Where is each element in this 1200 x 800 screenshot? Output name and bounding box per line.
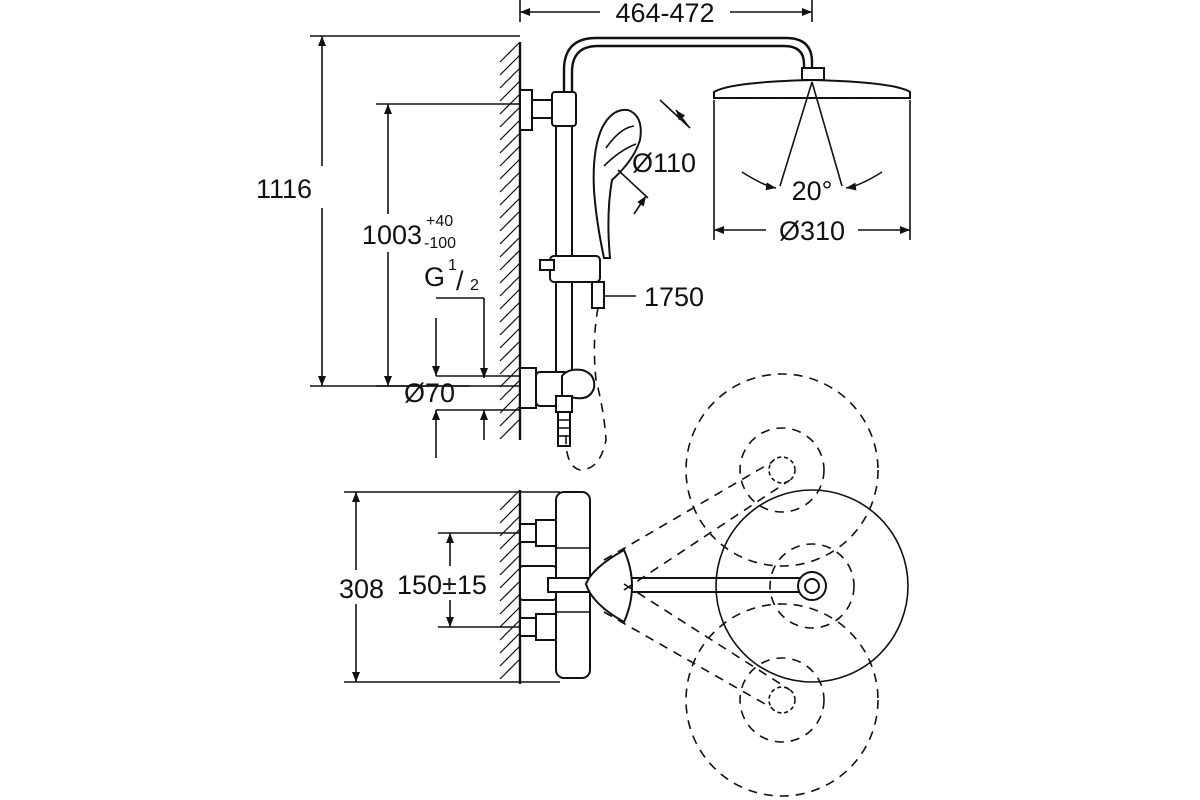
shower-head-side [713, 67, 911, 99]
wall-hatch-line [499, 314, 521, 336]
wall-hatch-line [499, 288, 521, 310]
label-arm-reach: 464-472 [615, 0, 714, 28]
wall-hatch-line [499, 353, 521, 375]
wall-hatch-line [499, 262, 521, 284]
label-total-height: 1116 [256, 174, 312, 204]
label-thread-g: G [424, 262, 445, 292]
wall-hatch-line [499, 132, 521, 154]
dimension-height-range: 1003 +40 -100 [362, 103, 520, 387]
dimension-rosette: Ø70 [404, 318, 520, 458]
wall-hatch-line [499, 106, 521, 128]
thermostat-side [519, 367, 596, 447]
dimension-arm-reach: 464-472 [519, 0, 813, 28]
wall-hatch-line [499, 54, 521, 76]
wall-hatch-line [499, 606, 521, 628]
rotated-head-lower [603, 583, 879, 797]
wall-hatch-line [499, 145, 521, 167]
dimension-inlet-spacing: 150±15 [397, 532, 520, 628]
wall-hatch-line [499, 275, 521, 297]
wall-hatch-line [499, 405, 521, 427]
wall-hatch-line [499, 184, 521, 206]
wall-hatch-line [499, 223, 521, 245]
thread-slash: / [456, 266, 464, 296]
label-inlet-spacing: 150±15 [397, 570, 487, 600]
label-height-tol-plus: +40 [426, 213, 453, 230]
wall-hatch-line [499, 541, 521, 563]
shower-head-top [715, 489, 909, 683]
wall-hatch-line [499, 41, 521, 63]
wall-hatch-line [499, 327, 521, 349]
hose [565, 307, 607, 471]
wall-hatch-line [499, 567, 521, 589]
spray-angle [741, 81, 883, 191]
wall-side [499, 41, 522, 440]
wall-hatch-line [499, 632, 521, 654]
wall-hatch-line [499, 80, 521, 102]
label-thread-den: 2 [470, 277, 479, 294]
dimension-head-dia: Ø310 [713, 100, 911, 246]
hand-shower-side [592, 108, 642, 259]
side-view: 464-472 1116 1003 +40 -100 G 1 / 2 [256, 0, 911, 471]
wall-hatch-line [499, 197, 521, 219]
wall-hatch-line [499, 210, 521, 232]
label-rosette-dia: Ø70 [404, 378, 455, 408]
top-view: 308 150±15 [339, 373, 909, 797]
wall-hatch-line [499, 489, 521, 511]
hand-shower-top [584, 548, 633, 624]
wall-hatch-line [499, 658, 521, 680]
wall-hatch-line [499, 119, 521, 141]
dimension-hand-shower: Ø110 [617, 99, 696, 215]
wall-hatch-line [499, 301, 521, 323]
wall-hatch-line [499, 67, 521, 89]
dimension-depth: 308 [339, 491, 560, 683]
wall-hatch-line [499, 340, 521, 362]
label-hose-length: 1750 [644, 282, 704, 312]
wall-hatch-line [499, 619, 521, 641]
wall-hatch-line [499, 580, 521, 602]
label-height-base: 1003 [362, 220, 422, 250]
label-hand-shower-dia: Ø110 [632, 148, 696, 178]
wall-hatch-line [499, 171, 521, 193]
wall-hatch-line [499, 502, 521, 524]
wall-hatch-line [499, 366, 521, 388]
dimension-hose: 1750 [604, 282, 704, 312]
slider-holder [539, 255, 605, 309]
wall-hatch-line [499, 158, 521, 180]
label-height-tol-minus: -100 [424, 235, 456, 252]
label-spray-angle: 20° [792, 176, 833, 206]
thread-callout: G 1 / 2 [424, 257, 488, 378]
wall-bracket-top [519, 89, 577, 131]
wall-hatch-line [499, 528, 521, 550]
wall-hatch-line [499, 236, 521, 258]
wall-hatch-line [499, 645, 521, 667]
wall-hatch-line [499, 249, 521, 271]
label-thread-num: 1 [448, 257, 457, 274]
wall-hatch-line [499, 379, 521, 401]
wall-hatch-line [499, 593, 521, 615]
wall-top [499, 489, 522, 684]
wall-hatch-line [499, 418, 521, 440]
rotated-head-upper [603, 373, 879, 591]
label-head-dia: Ø310 [779, 216, 845, 246]
label-depth: 308 [339, 574, 384, 604]
wall-hatch-line [499, 554, 521, 576]
